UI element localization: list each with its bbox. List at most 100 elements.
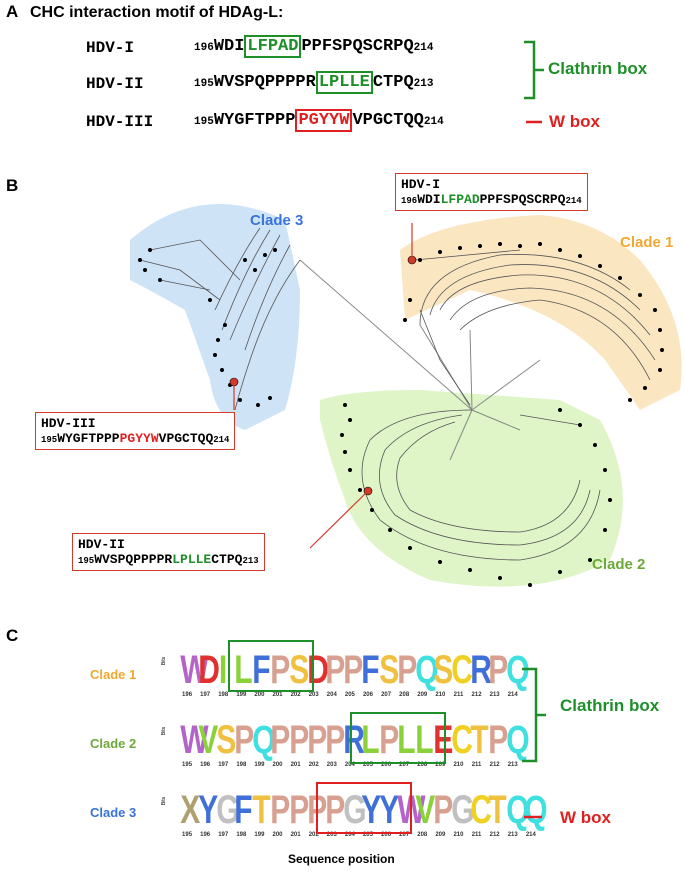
logo-letter: I <box>219 648 228 692</box>
logo-letter: T <box>487 788 507 832</box>
logo-position-tick: 204 <box>344 762 355 768</box>
logo-position-tick: 200 <box>272 832 283 838</box>
logo-position-tick: 198 <box>218 692 229 698</box>
clade2-clathrin-box <box>350 712 446 764</box>
logo-position-tick: 211 <box>471 832 482 838</box>
logo-letter: P <box>325 648 346 692</box>
logo-letter: X <box>180 788 201 832</box>
phylogenetic-tree <box>130 204 682 587</box>
logo-letter: C <box>451 718 474 762</box>
logo-position-tick: 198 <box>236 762 247 768</box>
hdv2-name: HDV-II <box>86 75 144 93</box>
logo-letter: G <box>451 788 476 832</box>
logo-clade2-label: Clade 2 <box>90 736 137 751</box>
logo-position-tick: 203 <box>326 762 337 768</box>
clade2-region <box>320 390 623 587</box>
logo-position-tick: 195 <box>182 832 193 838</box>
clade2-label: Clade 2 <box>592 556 646 573</box>
logo-position-tick: 212 <box>489 832 500 838</box>
logo-letter: R <box>469 648 492 692</box>
logo-letter: S <box>379 648 400 692</box>
logo-position-tick: 209 <box>417 692 428 698</box>
logo-position-tick: 209 <box>435 762 446 768</box>
logo-position-tick: 211 <box>471 762 482 768</box>
clathrin-motif-box: LPLLE <box>315 71 373 94</box>
logo-letter: P <box>487 718 508 762</box>
logo-position-tick: 200 <box>272 762 283 768</box>
logo-letter: S <box>216 718 237 762</box>
logo-letter: T <box>469 718 489 762</box>
logo-position-tick: 208 <box>417 762 428 768</box>
logo-position-tick: 201 <box>272 692 283 698</box>
logo-position-tick: 206 <box>381 832 392 838</box>
logo-position-tick: 210 <box>453 762 464 768</box>
logo-letter: Q <box>252 718 276 762</box>
logo-letter: D <box>198 648 221 692</box>
logo-letter: E <box>433 718 454 762</box>
logo-position-tick: 197 <box>200 692 211 698</box>
clathrin-box-label: Clathrin box <box>548 59 648 78</box>
panel-b-label: B <box>6 176 19 195</box>
callout-hdv3: HDV-III 195WYGFTPPPPGYYWVPGCTQQ214 <box>35 412 236 450</box>
logo-letter: P <box>288 718 309 762</box>
logo-clathrin-label: Clathrin box <box>560 696 660 715</box>
logo-position-tick: 211 <box>453 692 464 698</box>
logo-position-tick: 203 <box>308 692 319 698</box>
logo-position-tick: 197 <box>218 762 229 768</box>
logo-position-tick: 202 <box>308 832 319 838</box>
logo-letter: S <box>433 648 454 692</box>
wbox-motif-box: PGYYW <box>295 109 353 132</box>
logo-position-tick: 207 <box>399 762 410 768</box>
logo-letter: T <box>252 788 271 832</box>
logo-letter: P <box>433 788 454 832</box>
logo-position-tick: 195 <box>182 762 193 768</box>
hdv1-name: HDV-I <box>86 39 135 57</box>
logo-letter: V <box>415 788 436 832</box>
logo-ylabel: Bits <box>161 796 168 806</box>
logo-letter: V <box>198 718 219 762</box>
clade3-label: Clade 3 <box>250 212 304 229</box>
logo-position-tick: 208 <box>399 692 410 698</box>
logo-position-tick: 203 <box>326 832 337 838</box>
callout-hdv1: HDV-I 196WDILFPADPPFSPQSCRPQ214 <box>395 173 588 211</box>
logo-position-tick: 197 <box>218 832 229 838</box>
logo-position-tick: 208 <box>417 832 428 838</box>
logo-letter: P <box>325 718 346 762</box>
logo-letter: P <box>397 648 418 692</box>
logo-position-tick: 214 <box>507 692 518 698</box>
logo-position-tick: 205 <box>362 832 373 838</box>
wbox-label: W box <box>549 112 600 131</box>
logo-position-tick: 199 <box>236 692 247 698</box>
logo-position-tick: 210 <box>453 832 464 838</box>
logo-position-tick: 205 <box>344 692 355 698</box>
logo-letter: W <box>180 648 209 692</box>
logo-position-tick: 202 <box>290 692 301 698</box>
clade3-wbox <box>316 782 412 834</box>
logo-position-tick: 199 <box>254 832 265 838</box>
logo-position-tick: 202 <box>308 762 319 768</box>
clathrin-motif-box: LFPAD <box>244 35 302 58</box>
logo-position-tick: 206 <box>362 692 373 698</box>
logo-position-tick: 207 <box>399 832 410 838</box>
logo-position-tick: 212 <box>471 692 482 698</box>
clade2-leaves <box>340 403 612 587</box>
logo-position-tick: 209 <box>435 832 446 838</box>
logo-letter: Y <box>198 788 219 832</box>
logo-letter: P <box>306 718 327 762</box>
logo-position-tick: 214 <box>525 832 536 838</box>
logo-position-tick: 213 <box>489 692 500 698</box>
logo-clade3-label: Clade 3 <box>90 805 137 820</box>
panel-a-title: CHC interaction motif of HDAg-L: <box>30 4 284 21</box>
logo-position-tick: 198 <box>236 832 247 838</box>
logo-letter: F <box>234 788 253 832</box>
logo-position-tick: 205 <box>362 762 373 768</box>
panel-a-brackets <box>524 40 544 124</box>
logo-letter: P <box>270 788 291 832</box>
logo-letter: Q <box>505 718 530 762</box>
